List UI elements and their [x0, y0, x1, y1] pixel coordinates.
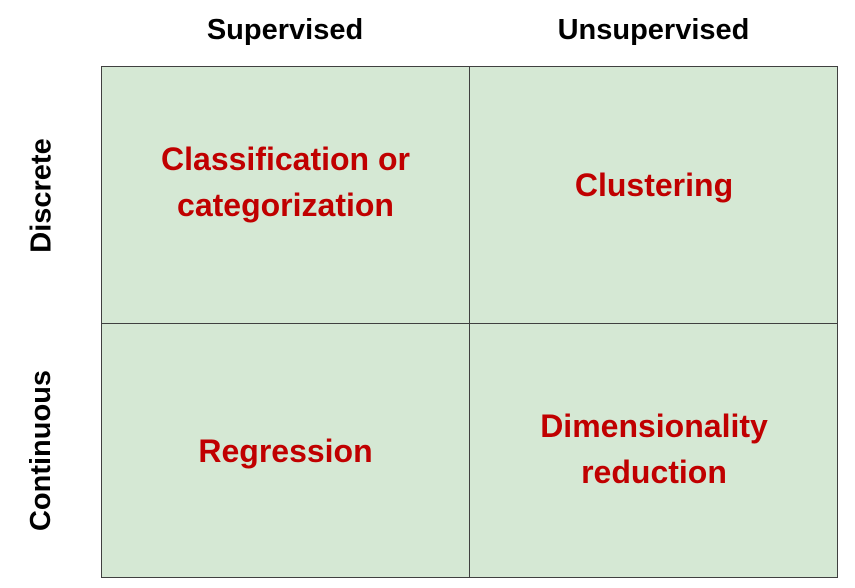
- vertical-divider: [469, 67, 470, 577]
- cell-clustering: Clustering: [470, 67, 838, 323]
- cell-regression-line1: Regression: [198, 433, 373, 469]
- column-header-supervised: Supervised: [206, 13, 364, 46]
- horizontal-divider: [102, 323, 837, 324]
- cell-dimensionality-reduction: Dimensionality reduction: [470, 324, 838, 578]
- cell-regression: Regression: [102, 324, 469, 578]
- row-header-discrete: Discrete: [0, 67, 84, 323]
- cell-clustering-line1: Clustering: [574, 167, 734, 203]
- cell-dimensionality-line1: Dimensionality: [540, 408, 768, 444]
- cell-classification: Classification or categorization: [102, 67, 469, 323]
- cell-dimensionality-line2: reduction: [581, 454, 727, 490]
- row-header-discrete-label: Discrete: [25, 137, 58, 253]
- row-header-continuous: Continuous: [0, 323, 84, 578]
- cell-classification-line1: Classification or: [161, 141, 410, 177]
- row-header-continuous-label: Continuous: [25, 369, 58, 532]
- column-header-unsupervised: Unsupervised: [557, 13, 750, 46]
- cell-classification-line2: categorization: [177, 187, 394, 223]
- learning-type-matrix: Classification or categorization Cluster…: [101, 66, 838, 578]
